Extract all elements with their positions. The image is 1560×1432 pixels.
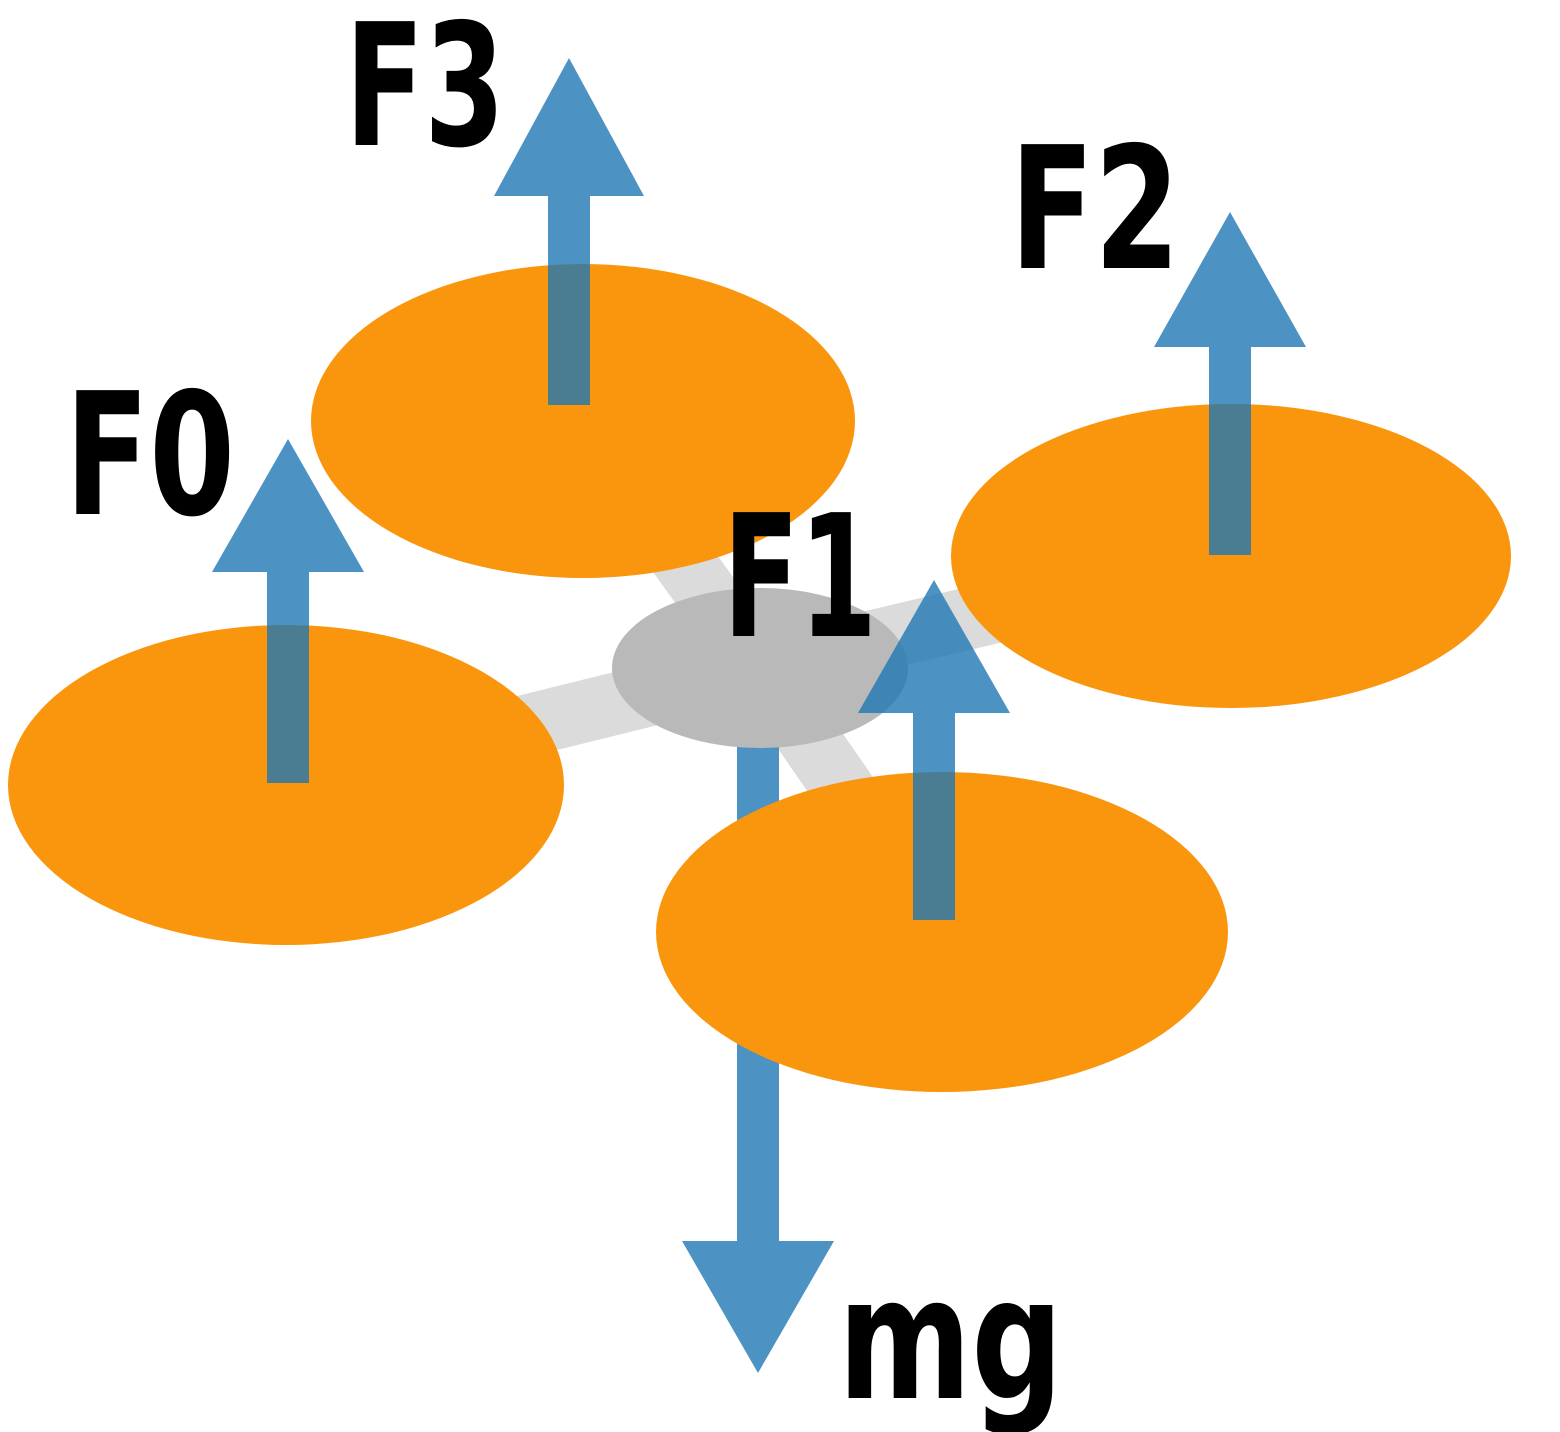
thrust-arrow-f1	[858, 580, 1010, 920]
rotor-left	[8, 625, 564, 945]
thrust-arrows	[212, 58, 1306, 920]
rotor-bottom	[656, 772, 1228, 1092]
label-gravity: mg	[838, 1241, 1063, 1432]
thrust-arrow-f3	[494, 58, 644, 405]
label-f2: F2	[1010, 111, 1180, 309]
label-f3: F3	[345, 0, 505, 186]
rotor-right	[951, 404, 1511, 708]
thrust-arrow-f0	[212, 439, 364, 783]
force-labels: F3 F0 F2 F1 mg	[65, 0, 1180, 1432]
body-ellipse	[612, 588, 908, 748]
rotors	[8, 264, 1511, 1092]
label-f0: F0	[65, 357, 235, 555]
label-f1: F1	[723, 479, 877, 677]
rotor-top	[311, 264, 855, 578]
thrust-arrow-f2	[1154, 212, 1306, 555]
